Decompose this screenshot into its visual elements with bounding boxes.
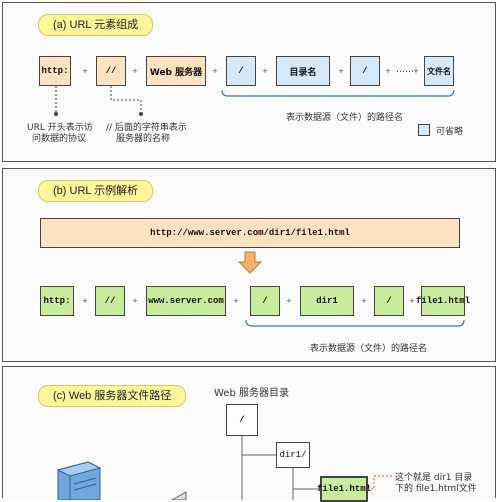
file-note-line1: 这个就是 dir1 目录 <box>395 473 473 483</box>
plus-sign: + <box>262 66 268 76</box>
protocol-note-line1: URL 开头表示访 <box>27 123 93 133</box>
root-directory-box: / <box>226 404 258 436</box>
path-bracket <box>245 319 465 327</box>
file-note-line2: 下的 file1.html文件 <box>395 484 477 494</box>
server-pointer-dot <box>139 112 143 116</box>
path-bracket <box>221 89 455 97</box>
plus-sign: + <box>82 296 88 306</box>
panel-b-title: (b) URL 示例解析 <box>38 180 154 202</box>
directory-box: 目录名 <box>276 56 330 86</box>
protocol-box: http: <box>40 286 74 316</box>
panel-a-title: (a) URL 元素组成 <box>38 14 154 36</box>
server-root-label: Web 服务器目录 <box>214 388 289 399</box>
protocol-note-line2: 问数据的协议 <box>32 134 87 144</box>
plus-sign: + <box>286 296 292 306</box>
optional-legend-label: 可省略 <box>436 127 464 137</box>
plus-sign: + <box>385 66 391 76</box>
plus-sign: + <box>132 66 138 76</box>
plus-sign: + <box>233 296 239 306</box>
panel-c-title: (c) Web 服务器文件路径 <box>38 385 187 407</box>
slashes-box: // <box>96 56 126 86</box>
path-label: 表示数据源（文件）的路径名 <box>310 344 428 354</box>
slash-box: / <box>374 286 404 316</box>
plus-sign: + <box>212 66 218 76</box>
ellipsis: …… <box>396 65 414 75</box>
protocol-box: http: <box>39 56 71 86</box>
slash-box: / <box>350 56 380 86</box>
plus-sign: + <box>338 66 344 76</box>
slashes-box: // <box>95 286 125 316</box>
protocol-pointer-dot <box>54 112 58 116</box>
server-pointer <box>110 86 142 112</box>
slash-box: / <box>226 56 256 86</box>
file-box: file1.html <box>416 286 470 316</box>
web-server-box: Web 服务器 <box>146 56 206 86</box>
note-pointer <box>368 475 392 490</box>
dir1-box: dir1/ <box>276 442 310 468</box>
server-note-line1: // 后面的字符串表示 <box>106 123 187 133</box>
plus-sign: + <box>82 66 88 76</box>
down-arrow-icon <box>237 251 263 274</box>
arrow-icon <box>170 491 187 500</box>
plus-sign: + <box>413 66 419 76</box>
server-note-line2: 服务器的名称 <box>116 134 171 144</box>
server-icon <box>56 461 102 500</box>
plus-sign: + <box>409 296 415 306</box>
path-label: 表示数据源（文件）的路径名 <box>286 113 404 123</box>
plus-sign: + <box>132 296 138 306</box>
slash-box: / <box>250 286 280 316</box>
full-url-bar: http://www.server.com/dir1/file1.html <box>40 218 460 248</box>
optional-legend-swatch <box>418 124 430 136</box>
filename-box: 文件名 <box>424 56 454 86</box>
dir-box: dir1 <box>300 286 354 316</box>
server-box: www.server.com <box>146 286 226 316</box>
plus-sign: + <box>361 296 367 306</box>
